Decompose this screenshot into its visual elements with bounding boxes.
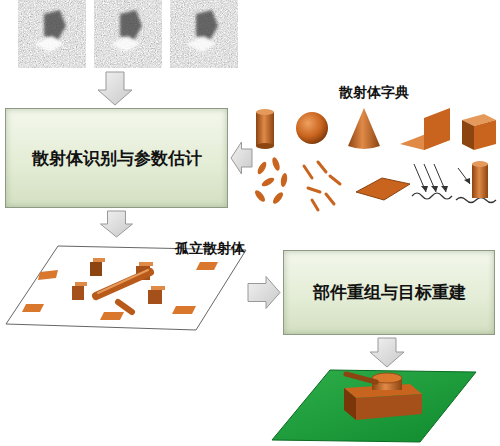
ground-plane [6,246,246,330]
tank-hull-front [356,394,422,420]
leaves-icon [253,156,288,205]
long-cylinder-highlight [98,270,148,293]
sar-image [18,0,86,68]
sar-shadow [44,10,66,40]
sar-return [110,36,140,52]
green-ground [272,370,476,442]
scatterer-group: 孤立散射体 [5,240,245,358]
node-label: 散射体识别与参数估计 [32,147,202,170]
sar-image [94,0,162,68]
process-box: 散射体识别与参数估计 [5,108,228,208]
long-cylinder [96,272,150,296]
cylinder-body [256,112,274,146]
ray-head [464,178,470,184]
sar-return [34,36,64,52]
node-label: 部件重组与目标重建 [313,281,466,304]
rough-surface [456,198,496,203]
box-face [72,286,84,300]
scatterer-plane [6,246,246,330]
tank-hull-side [344,388,356,420]
cone-icon [348,108,380,149]
short-cylinder [118,302,132,312]
box-scatterer [90,258,105,276]
box-face [151,286,165,290]
plate-icon [356,178,410,200]
ray-head [421,186,428,192]
stick [326,194,334,204]
dihedral-icon [400,108,450,150]
flat-scatterer [38,270,58,280]
leaf [253,189,267,204]
box-face [90,262,102,276]
stick [304,166,312,178]
block-arrow [98,72,132,105]
sar-noise [170,0,238,68]
stick [308,188,320,192]
leaf [271,191,285,206]
sar-image [170,0,238,68]
cylinder-ground-icon [456,161,496,203]
block-arrow [370,338,404,367]
cone-body [348,108,380,149]
box-scatterer [72,282,87,300]
leaf [260,176,275,188]
cylinder-top [472,161,488,167]
sar-shadow [196,10,218,40]
flat-scatterer [196,262,218,270]
rough-surface [412,193,452,199]
node-label: 散射体字典 [339,84,409,102]
dihedral-wall [424,108,450,150]
cylinder-icon [256,109,274,149]
box-side [462,120,474,150]
cylinder-top [256,109,274,115]
block-arrow [101,211,133,237]
leaf [280,173,288,188]
incident-ray [458,168,470,184]
box-face [148,290,162,304]
block-arrow [231,142,252,174]
sar-noise [94,0,162,68]
box-front [474,120,496,150]
box-icon [462,114,496,150]
stick [312,200,318,210]
ray-head [441,186,448,192]
box-face [139,262,153,266]
flat-scatterer [172,306,196,314]
sar-return [186,36,216,52]
flat-scatterer [22,304,44,312]
block-arrow [248,277,280,309]
sticks-icon [304,162,340,210]
flat-scatterer [100,312,124,320]
box-scatterer [148,286,165,304]
process-box: 部件重组与目标重建 [283,250,495,335]
sar-noise [18,0,86,68]
tank-model [272,370,476,442]
dictionary-group: 散射体字典 [255,80,500,210]
node-label: 孤立散射体 [175,240,245,258]
leaf [256,160,268,175]
cylinder-base [256,143,274,149]
tank-barrel [346,374,376,382]
box-face [75,282,87,286]
sar-shadow [120,10,142,40]
stick [318,162,326,172]
sphere-icon [296,112,328,144]
leaf [271,156,281,171]
ray-head [431,186,438,192]
stick [330,176,340,184]
box-face [93,258,105,262]
cylinder-body [472,164,488,198]
rough-surface-icon [412,164,452,199]
